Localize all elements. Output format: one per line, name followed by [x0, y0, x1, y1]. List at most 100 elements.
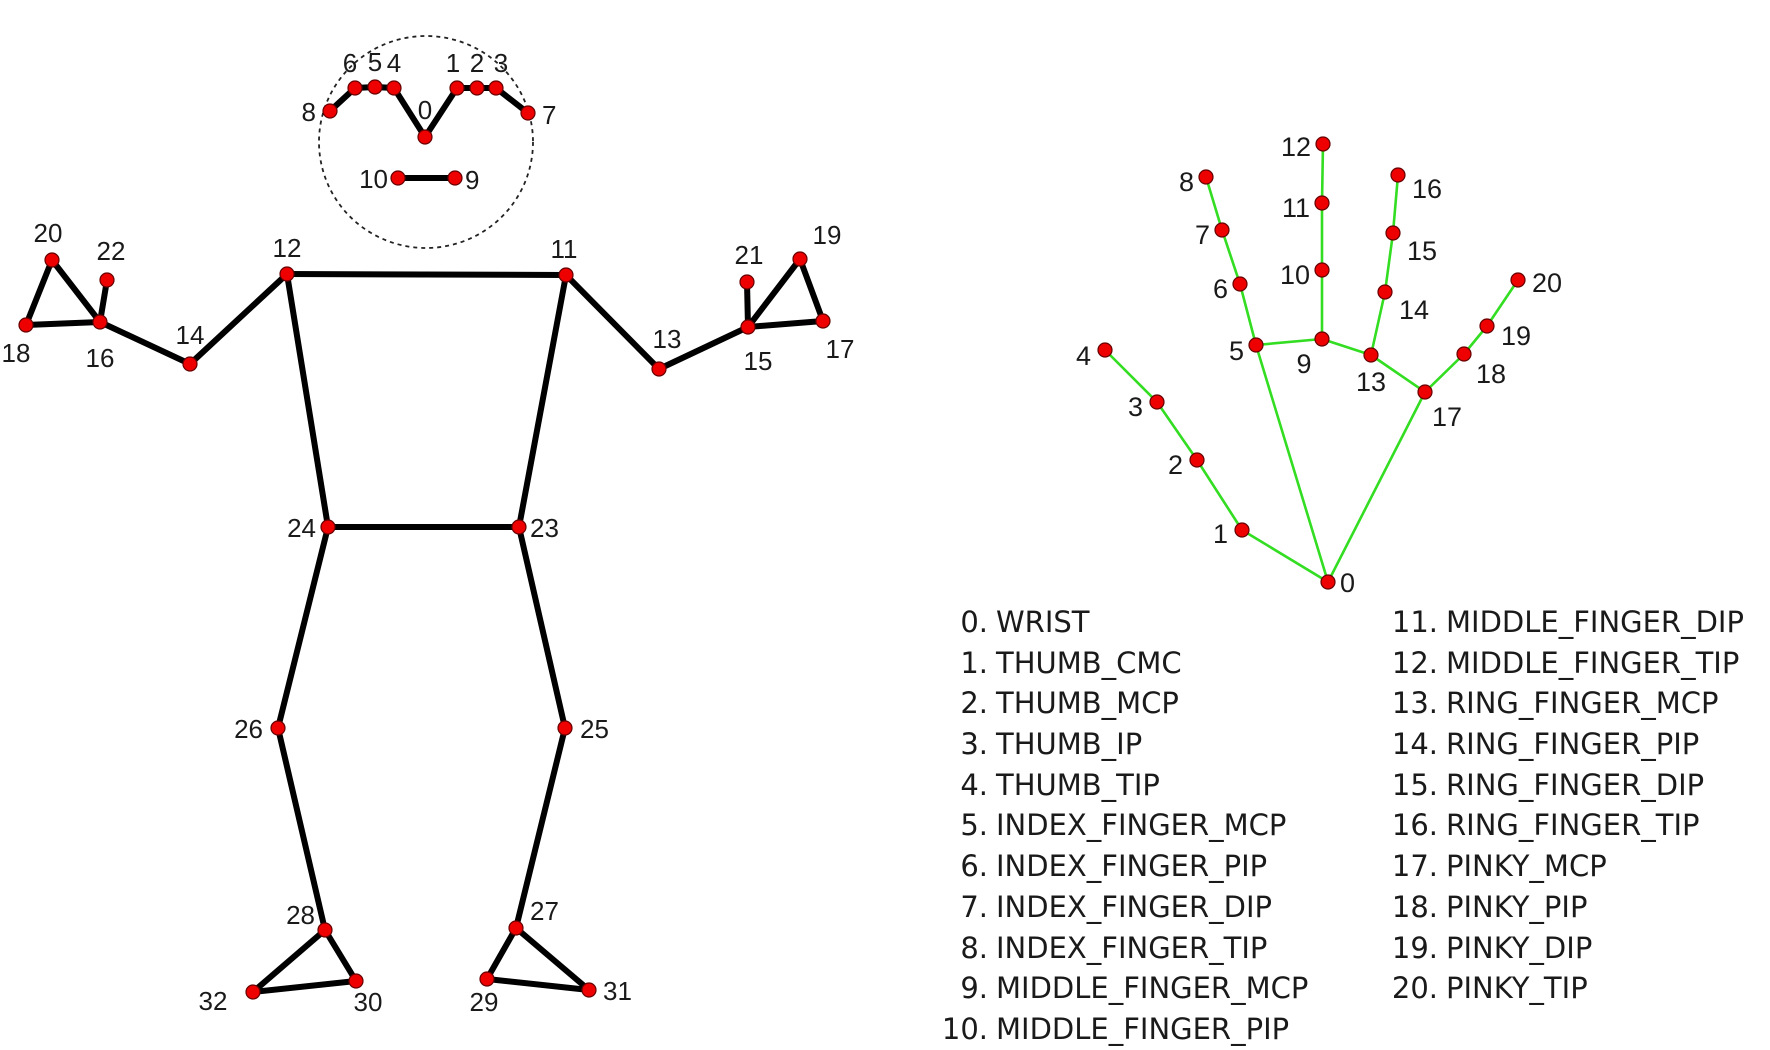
pose-edge-19-15: [745, 256, 803, 330]
hand-keypoint-label-14: 14: [1399, 295, 1429, 325]
pose-edge-23-25: [516, 524, 568, 731]
pose-keypoint-24: [320, 519, 336, 535]
legend-item-name: THUMB_CMC: [996, 645, 1182, 680]
legend-item-name: INDEX_FINGER_MCP: [996, 808, 1287, 843]
pose-keypoint-label-20: 20: [34, 218, 63, 248]
hand-keypoint-3: [1149, 394, 1165, 410]
pose-keypoint-label-29: 29: [470, 987, 499, 1017]
hand-keypoint-label-13: 13: [1356, 367, 1386, 397]
pose-edge-11-12: [284, 271, 569, 278]
pose-keypoint-18: [18, 317, 34, 333]
legend-item-number: 15.: [1391, 767, 1438, 802]
pose-edge-27-29: [484, 925, 519, 982]
pose-keypoint-14: [182, 356, 198, 372]
legend-item-name: MIDDLE_FINGER_MCP: [996, 971, 1309, 1006]
hand-edge-17-18: [1423, 352, 1466, 394]
legend-item-number: 0.: [960, 605, 988, 639]
pose-keypoint-label-1: 1: [446, 48, 460, 78]
pose-edge-14-16: [97, 319, 193, 367]
pose-edge-11-23: [516, 272, 569, 530]
pose-edge-13-15: [656, 324, 751, 372]
legend-item-name: THUMB_MCP: [996, 686, 1179, 721]
legend-item: 9.MIDDLE_FINGER_MCP: [930, 968, 1350, 1009]
pose-keypoint-label-5: 5: [368, 47, 382, 77]
pose-keypoint-28: [317, 922, 333, 938]
pose-keypoint-label-26: 26: [234, 714, 263, 744]
pose-keypoint-12: [279, 266, 295, 282]
pose-keypoint-label-0: 0: [418, 95, 432, 125]
pose-keypoint-25: [557, 720, 573, 736]
hand-keypoint-label-18: 18: [1476, 359, 1506, 389]
hand-edge-5-9: [1254, 337, 1324, 347]
hand-keypoint-0: [1320, 574, 1336, 590]
hand-keypoint-label-3: 3: [1128, 392, 1143, 422]
hand-edge-13-14: [1369, 290, 1387, 357]
legend-item-name: THUMB_IP: [996, 727, 1143, 762]
pose-keypoint-label-25: 25: [580, 714, 609, 744]
hand-keypoint-label-17: 17: [1432, 402, 1462, 432]
legend-item-name: INDEX_FINGER_TIP: [996, 930, 1268, 965]
hand-edge-5-6: [1238, 282, 1258, 347]
hand-skeleton-edges: [1103, 142, 1520, 584]
pose-keypoint-label-28: 28: [286, 900, 315, 930]
legend-column-right: 11.MIDDLE_FINGER_DIP 12.MIDDLE_FINGER_TIP…: [1380, 602, 1770, 1009]
legend-item-name: RING_FINGER_MCP: [1446, 686, 1719, 721]
pose-keypoint-label-8: 8: [302, 97, 316, 127]
hand-keypoint-label-6: 6: [1213, 274, 1228, 304]
pose-keypoint-3: [488, 80, 504, 96]
pose-keypoint-10: [390, 170, 406, 186]
legend-item-number: 7.: [960, 889, 988, 924]
hand-keypoint-label-15: 15: [1407, 236, 1437, 266]
pose-keypoint-11: [558, 267, 574, 283]
legend-item-name: RING_FINGER_DIP: [1446, 767, 1705, 802]
hand-edge-19-20: [1485, 278, 1520, 328]
legend-item-name: MIDDLE_FINGER_DIP: [1446, 605, 1744, 639]
hand-keypoint-4: [1097, 342, 1113, 358]
pose-keypoint-label-18: 18: [2, 338, 31, 368]
face-region-outline: [318, 35, 534, 249]
legend-item-name: PINKY_DIP: [1446, 930, 1593, 965]
hand-edge-0-1: [1240, 528, 1330, 584]
pose-keypoint-label-27: 27: [530, 896, 559, 926]
legend-item: 16.RING_FINGER_TIP: [1380, 805, 1770, 846]
pose-edge-30-32: [250, 978, 359, 995]
legend-item-name: RING_FINGER_TIP: [1446, 808, 1700, 843]
pose-keypoint-0: [417, 129, 433, 145]
pose-keypoint-label-12: 12: [273, 233, 302, 263]
legend-item: 3.THUMB_IP: [930, 724, 1350, 765]
legend-item: 5.INDEX_FINGER_MCP: [930, 805, 1350, 846]
pose-keypoint-label-16: 16: [86, 343, 115, 373]
pose-keypoints: [18, 79, 831, 1000]
legend-item-number: 1.: [960, 645, 988, 680]
pose-keypoint-29: [479, 971, 495, 987]
pose-edge-15-17: [745, 318, 826, 330]
pose-keypoint-label-10: 10: [359, 164, 388, 194]
legend-item: 12.MIDDLE_FINGER_TIP: [1380, 643, 1770, 684]
hand-keypoint-label-19: 19: [1501, 321, 1531, 351]
pose-keypoint-label-7: 7: [542, 100, 556, 130]
hand-keypoint-label-16: 16: [1412, 174, 1442, 204]
legend-item-number: 4.: [960, 767, 988, 802]
legend-item: 2.THUMB_MCP: [930, 683, 1350, 724]
pose-keypoint-label-32: 32: [199, 986, 228, 1016]
pose-edge-32-28: [250, 927, 328, 995]
pose-keypoint-label-21: 21: [735, 240, 764, 270]
pose-keypoint-27: [508, 920, 524, 936]
legend-item-number: 16.: [1391, 808, 1438, 843]
pose-keypoint-1: [449, 80, 465, 96]
pose-keypoint-label-17: 17: [826, 334, 855, 364]
pose-edge-0-1: [422, 85, 460, 140]
hand-keypoint-20: [1510, 272, 1526, 288]
legend-item-number: 13.: [1391, 686, 1438, 721]
pose-keypoint-6: [347, 80, 363, 96]
legend-item: 10.MIDDLE_FINGER_PIP: [930, 1009, 1350, 1050]
pose-keypoint-4: [386, 80, 402, 96]
legend-item-number: 11.: [1391, 605, 1438, 639]
pose-keypoint-label-6: 6: [343, 48, 357, 78]
hand-edge-14-15: [1383, 231, 1395, 294]
pose-edge-12-14: [187, 271, 290, 367]
legend-item: 18.PINKY_PIP: [1380, 887, 1770, 928]
legend-item: 7.INDEX_FINGER_DIP: [930, 887, 1350, 928]
